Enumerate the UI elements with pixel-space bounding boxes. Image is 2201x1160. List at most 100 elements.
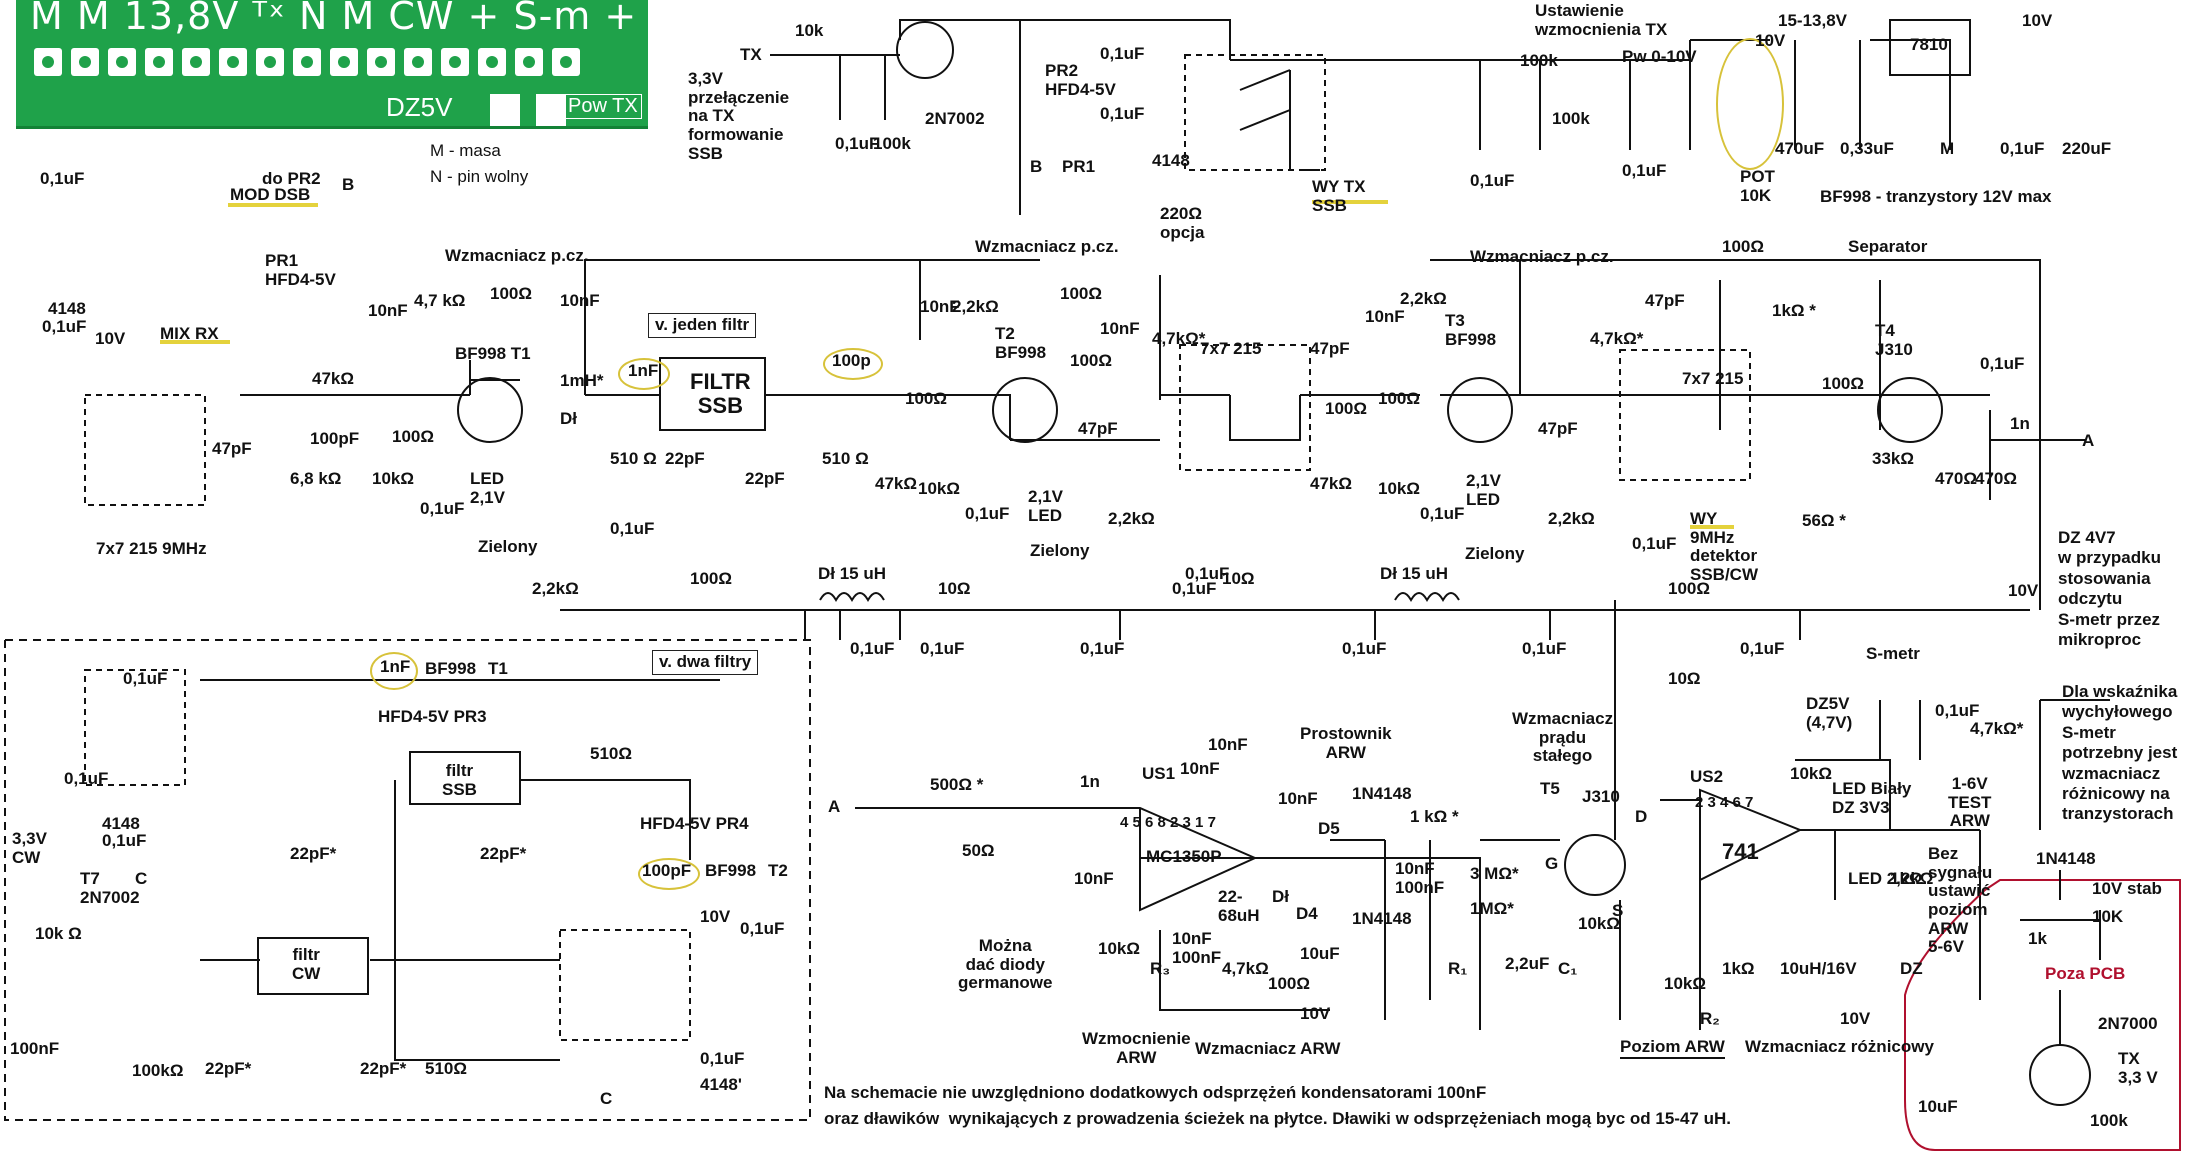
top-b-marker: B — [1030, 157, 1043, 176]
legend-masa: M - masa — [430, 141, 501, 160]
agc-a-marker: A — [828, 797, 841, 816]
s2-c10nf-b: 10nF — [1100, 319, 1140, 338]
dwa-bf998-t2: BF998 — [705, 861, 757, 880]
pcb-pad — [515, 48, 543, 76]
s3-r470b: 470Ω — [1975, 469, 2017, 488]
s3-c01: 0,1uF — [1980, 354, 2025, 373]
s1-b-marker: B — [342, 175, 355, 194]
out-r100k: 100k — [2090, 1111, 2128, 1130]
s3-r56: 56Ω * — [1802, 511, 1846, 530]
pcb-block — [536, 94, 566, 126]
gain-c01-a: 0,1uF — [1470, 171, 1515, 190]
dwa-bf998-t1: BF998 — [425, 659, 477, 678]
pr4-relay: HFD4-5V PR4 — [640, 814, 749, 833]
c100p-highlight — [823, 348, 883, 380]
mod-dsb: MOD DSB — [230, 185, 311, 204]
agc-r1k3: 1kΩ — [1890, 869, 1923, 888]
s1-c01d: 0,1uF — [610, 519, 655, 538]
pcb-pad — [404, 48, 432, 76]
s3-c01b: 0,1uF — [1420, 504, 1465, 523]
mix-rx: MIX RX — [160, 324, 219, 343]
agc-r1m: 1MΩ* — [1470, 899, 1514, 918]
gain-r100k-a: 100k — [1520, 51, 1558, 70]
dwa-r510b: 510Ω — [425, 1059, 467, 1078]
agc-1n4148b: 1N4148 — [1352, 909, 1412, 928]
pcb-pad — [34, 48, 62, 76]
s2-r100d: 100Ω — [1325, 399, 1367, 418]
filtr-ssb-2: filtr SSB — [442, 761, 477, 799]
wy-tx-underline — [1312, 200, 1388, 204]
s1-r100c: 100Ω — [690, 569, 732, 588]
gain-title: Ustawienie wzmocnienia TX — [1535, 1, 1668, 39]
s3-c01c: 0,1uF — [1632, 534, 1677, 553]
s2-r100b: 100Ω — [905, 389, 947, 408]
agc-c10nfb: 10nF — [1208, 735, 1248, 754]
top-c01: 0,1uF — [835, 134, 880, 153]
s2-c47pf: 47pF — [1078, 419, 1118, 438]
opamp-741: 741 — [1722, 839, 1759, 864]
out-2n7000: 2N7000 — [2098, 1014, 2158, 1033]
s2-r10: 10Ω — [1222, 569, 1255, 588]
pcb-pad — [441, 48, 469, 76]
s1-dl: Dł — [560, 409, 577, 428]
dwa-c100pf-highlight — [638, 858, 700, 890]
dwa-d4148: 4148 — [102, 814, 140, 833]
s2-zielony: Zielony — [1030, 541, 1090, 560]
s3-led: 2,1V LED — [1466, 471, 1501, 509]
pot-10v: 10V — [1755, 31, 1786, 50]
wzmacniacz-roznicowy: Wzmacniacz różnicowy — [1745, 1037, 1934, 1056]
c033uf: 0,33uF — [1840, 139, 1894, 158]
dwa-c1nf: 1nF — [380, 657, 411, 676]
s1-c100pf: 100pF — [310, 429, 360, 448]
pin-d: D — [1635, 807, 1648, 826]
pr2-c1: 0,1uF — [1100, 44, 1145, 63]
agc-dl: Dł — [1272, 887, 1289, 906]
agc-c1: C₁ — [1558, 959, 1578, 978]
s2-r22kb: 2,2kΩ — [1108, 509, 1155, 528]
vin-label: 15-13,8V — [1778, 11, 1847, 30]
out-a-marker: A — [2082, 431, 2095, 450]
rail-r10: 10Ω — [938, 579, 971, 598]
ground-m: M — [1940, 139, 1955, 158]
s2-wzm: Wzmacniacz p.cz. — [975, 237, 1119, 256]
s2-c100p: 100p — [832, 351, 871, 370]
agc-c1n: 1n — [1080, 772, 1100, 791]
r220-opcja: 220Ω opcja — [1160, 204, 1205, 242]
smetr-label: S-metr — [1866, 644, 1920, 663]
out-r10k: 10K — [2092, 907, 2124, 926]
us1-label: US1 — [1142, 764, 1176, 783]
s1-wzm: Wzmacniacz p.cz. — [445, 246, 589, 265]
smetr-dz5v: DZ5V (4,7V) — [1806, 694, 1853, 732]
agc-r10k2: 10kΩ — [1664, 974, 1706, 993]
pin-g: G — [1545, 854, 1559, 873]
agc-r1k2: 1kΩ — [1722, 959, 1755, 978]
out-r1k: 1k — [2028, 929, 2047, 948]
smetr-r47k: 4,7kΩ* — [1970, 719, 2024, 738]
agc-r10kb: 10kΩ — [1790, 764, 1832, 783]
agc-r47k: 4,7kΩ — [1222, 959, 1269, 978]
s3-zielony: Zielony — [1465, 544, 1525, 563]
rail-c01g: 0,1uF — [1172, 579, 1217, 598]
transistor-t2: T2 BF998 — [995, 324, 1047, 362]
pr2-c2: 0,1uF — [1100, 104, 1145, 123]
s3-r100c: 100Ω — [1822, 374, 1864, 393]
pin-s: S — [1612, 901, 1624, 920]
dwa-33v-cw: 3,3V CW — [12, 829, 47, 867]
s1-c22: 22pF — [665, 449, 705, 468]
c220uf: 220uF — [2062, 139, 2112, 158]
agc-led22: LED 2,2kΩ — [1848, 869, 1934, 888]
s3-c47pfb: 47pF — [1538, 419, 1578, 438]
s3-r22k: 2,2kΩ — [1400, 289, 1447, 308]
agc-c10uf: 10uF — [1300, 944, 1340, 963]
out-10v: 10V — [2022, 11, 2053, 30]
dz-note: DZ 4V7 w przypadku stosowania odczytu S-… — [2058, 528, 2161, 649]
pcb-pad — [145, 48, 173, 76]
dwa-c22a: 22pF* — [290, 844, 337, 863]
dwa-c-marker: C — [135, 869, 148, 888]
s2-coil: 7x7 215 — [1200, 339, 1262, 358]
s1-c22b: 22pF — [745, 469, 785, 488]
separator-label: Separator — [1848, 237, 1928, 256]
dwa-c22c: 22pF* — [205, 1059, 252, 1078]
s3-r22kb: 2,2kΩ — [1548, 509, 1595, 528]
rail-c01f: 0,1uF — [1740, 639, 1785, 658]
